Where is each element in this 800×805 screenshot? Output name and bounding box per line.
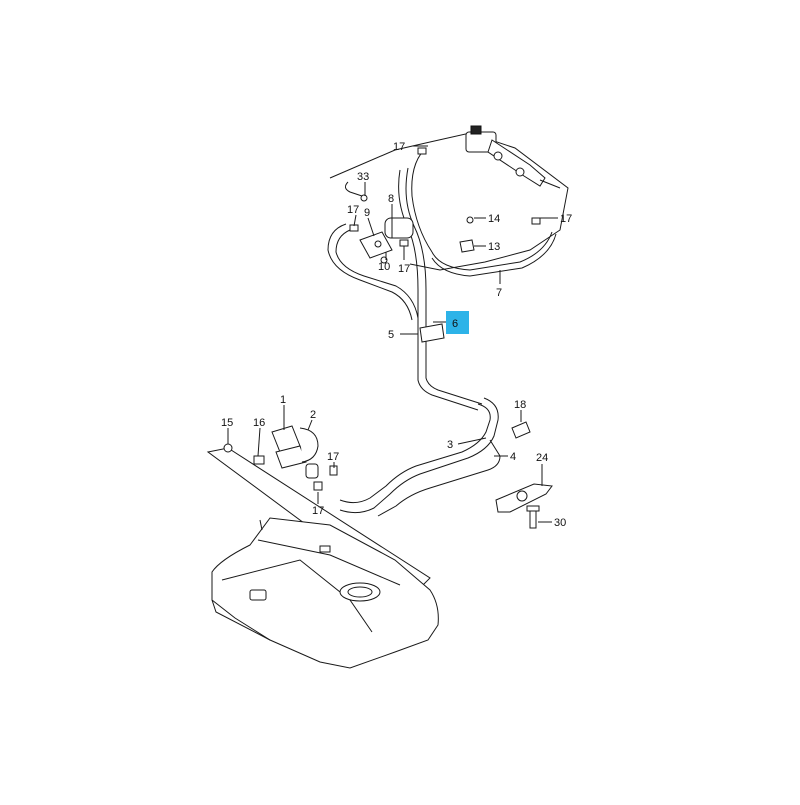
callout-4[interactable]: 4: [510, 451, 516, 463]
callout-1[interactable]: 1: [280, 394, 286, 406]
bolt-15: [223, 443, 233, 453]
hose-2: [299, 427, 319, 479]
callout-10[interactable]: 10: [378, 261, 390, 273]
fuel-tank: [211, 517, 439, 669]
highlight-box-6: [446, 311, 469, 334]
sensor-33: [344, 181, 368, 202]
fitting-18: [511, 421, 531, 439]
callout-9[interactable]: 9: [364, 207, 370, 219]
callout-17[interactable]: 17: [327, 451, 339, 463]
clip-16: [253, 455, 265, 465]
bolt-30: [526, 505, 540, 529]
callout-5[interactable]: 5: [388, 329, 394, 341]
hose-left-loop: [327, 223, 413, 321]
callout-8[interactable]: 8: [388, 193, 394, 205]
callout-15[interactable]: 15: [221, 417, 233, 429]
callout-3[interactable]: 3: [447, 439, 453, 451]
clip-17-right: [531, 217, 541, 225]
callout-17[interactable]: 17: [560, 213, 572, 225]
filler-neck-1: [271, 425, 307, 469]
callout-17[interactable]: 17: [398, 263, 410, 275]
pipe-4: [339, 397, 499, 514]
upper-assembly-outline: [329, 132, 569, 271]
canister-8: [384, 217, 414, 239]
callout-17[interactable]: 17: [312, 505, 324, 517]
clip-17-bottom: [313, 481, 323, 491]
callout-16[interactable]: 16: [253, 417, 265, 429]
fuel-rail-assembly: [465, 125, 561, 189]
clamp-13: [459, 239, 475, 253]
bracket-9: [359, 231, 393, 259]
callout-17[interactable]: 17: [347, 204, 359, 216]
callout-30[interactable]: 30: [554, 517, 566, 529]
callout-18[interactable]: 18: [514, 399, 526, 411]
hose-7: [431, 231, 553, 271]
clip-17-lower: [399, 239, 409, 247]
callout-13[interactable]: 13: [488, 241, 500, 253]
leader-lines: [227, 145, 558, 523]
pipe-3: [339, 403, 491, 504]
callout-2[interactable]: 2: [310, 409, 316, 421]
callout-24[interactable]: 24: [536, 452, 548, 464]
callout-7[interactable]: 7: [496, 287, 502, 299]
bolt-14: [466, 216, 474, 224]
clip-17-top: [417, 147, 427, 155]
callout-33[interactable]: 33: [357, 171, 369, 183]
bracket-6: [419, 323, 445, 343]
callout-6[interactable]: 6: [452, 318, 458, 330]
callout-14[interactable]: 14: [488, 213, 500, 225]
pipe-5: [398, 169, 479, 411]
callouts: 17 33 8 9 17 10 17 14 17 13 7 6 5 18 1 2…: [221, 141, 572, 529]
bracket-24: [495, 483, 553, 513]
callout-17[interactable]: 17: [393, 141, 405, 153]
